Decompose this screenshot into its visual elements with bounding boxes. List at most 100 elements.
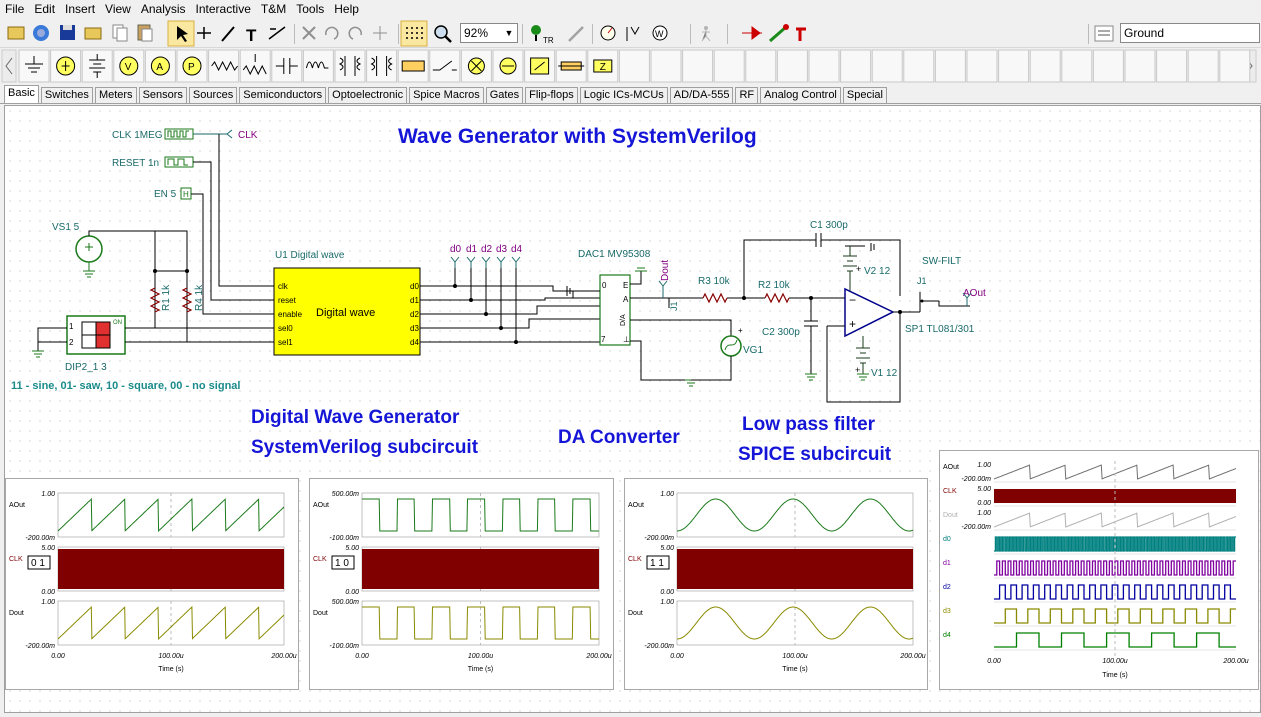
menu-insert[interactable]: Insert (65, 2, 96, 16)
empty-slot[interactable] (966, 49, 998, 83)
junction-icon[interactable] (373, 26, 387, 40)
coupled-icon[interactable] (366, 49, 398, 83)
voltmeter-icon[interactable]: V (113, 49, 145, 83)
switch-icon[interactable] (397, 49, 429, 83)
empty-slot[interactable] (1061, 49, 1093, 83)
battery-icon[interactable] (81, 49, 113, 83)
empty-slot[interactable] (1029, 49, 1061, 83)
empty-slot[interactable] (871, 49, 903, 83)
empty-slot[interactable] (713, 49, 745, 83)
tab-spice-macros[interactable]: Spice Macros (409, 87, 484, 103)
tab-basic[interactable]: Basic (4, 85, 39, 103)
probe2-icon[interactable] (796, 27, 806, 41)
clk-source[interactable] (164, 128, 194, 140)
transformer-icon[interactable] (334, 49, 366, 83)
run-icon[interactable] (701, 26, 711, 42)
empty-slot[interactable] (934, 49, 966, 83)
empty-slot[interactable] (998, 49, 1030, 83)
sweep-icon[interactable] (33, 25, 49, 41)
opamp-tl081[interactable] (844, 287, 895, 338)
meter-icon[interactable] (600, 25, 616, 41)
zoom-icon[interactable] (434, 25, 452, 43)
diode-icon[interactable] (524, 49, 556, 83)
empty-slot[interactable] (618, 49, 650, 83)
undo-icon[interactable] (325, 26, 339, 40)
pencil-icon[interactable] (568, 26, 584, 42)
empty-slot[interactable] (682, 49, 714, 83)
ammeter-icon[interactable]: A (144, 49, 176, 83)
tab-analog-control[interactable]: Analog Control (760, 87, 841, 103)
tab-ad-da-555[interactable]: AD/DA-555 (669, 87, 734, 103)
tab-semiconductors[interactable]: Semiconductors (239, 87, 327, 103)
reset-source[interactable] (164, 156, 194, 168)
r4-resistor[interactable] (181, 287, 193, 313)
copy-icon[interactable] (112, 24, 128, 42)
dac-mv95308[interactable] (599, 274, 631, 346)
vs1-source[interactable] (75, 235, 103, 263)
r2-resistor[interactable] (764, 292, 790, 304)
pin-icon[interactable] (197, 27, 211, 39)
c1-capacitor[interactable] (805, 233, 901, 296)
select-arrow-icon[interactable] (177, 26, 188, 42)
r3-resistor[interactable] (702, 292, 728, 304)
v2-battery[interactable] (843, 246, 857, 296)
probe-icon[interactable]: TR (531, 25, 554, 45)
resistor-icon[interactable] (208, 49, 240, 83)
pen-icon[interactable] (221, 26, 235, 42)
v1-battery[interactable] (856, 336, 870, 374)
fuse-icon[interactable] (555, 49, 587, 83)
wire-icon[interactable] (268, 26, 286, 40)
probe-red-icon[interactable] (769, 24, 789, 43)
impedance-icon[interactable]: Z (587, 49, 619, 83)
potentiometer-icon[interactable] (239, 49, 271, 83)
ground-icon[interactable] (18, 49, 50, 83)
c2-capacitor[interactable] (804, 298, 818, 374)
empty-slot[interactable] (903, 49, 935, 83)
capacitor-icon[interactable] (271, 49, 303, 83)
component-bin-icon[interactable] (1094, 25, 1114, 42)
open-folder-icon[interactable] (84, 27, 102, 40)
schematic-canvas[interactable]: Wave Generator with SystemVerilog CLK 1M… (4, 105, 1261, 713)
menu-tools[interactable]: Tools (296, 2, 325, 16)
empty-slot[interactable] (776, 49, 808, 83)
dip-switch[interactable] (66, 315, 126, 355)
tr-icon[interactable]: W (652, 25, 668, 41)
menu-help[interactable]: Help (334, 2, 359, 16)
delete-icon[interactable] (302, 26, 316, 40)
r1-resistor[interactable] (149, 287, 161, 313)
motor-icon[interactable] (492, 49, 524, 83)
tab-optoelectronic[interactable]: Optoelectronic (328, 87, 408, 103)
tab-switches[interactable]: Switches (40, 87, 93, 103)
power-meter-icon[interactable]: P (176, 49, 208, 83)
empty-slot[interactable] (1156, 49, 1188, 83)
inductor-icon[interactable] (302, 49, 334, 83)
vg1-source[interactable] (720, 335, 742, 357)
voltage-source-icon[interactable] (50, 49, 82, 83)
empty-slot[interactable] (1092, 49, 1124, 83)
text-icon[interactable]: T (246, 26, 257, 45)
menu-interactive[interactable]: Interactive (195, 2, 251, 16)
empty-slot[interactable] (840, 49, 872, 83)
tab-flip-flops[interactable]: Flip-flops (525, 87, 578, 103)
zoom-select[interactable]: 92%▼ (460, 23, 518, 43)
menu-view[interactable]: View (105, 2, 131, 16)
empty-slot[interactable] (650, 49, 682, 83)
tab-rf[interactable]: RF (735, 87, 759, 103)
empty-slot[interactable] (1187, 49, 1219, 83)
scroll-left-icon[interactable] (1, 49, 17, 83)
save-icon[interactable] (60, 25, 75, 40)
u1-digital-wave[interactable] (273, 267, 421, 356)
tab-sensors[interactable]: Sensors (138, 87, 187, 103)
lamp-icon[interactable] (460, 49, 492, 83)
tab-sources[interactable]: Sources (188, 87, 238, 103)
empty-slot[interactable] (1219, 49, 1251, 83)
tab-special[interactable]: Special (842, 87, 887, 103)
redo-icon[interactable] (348, 26, 362, 40)
switch2-icon[interactable] (429, 49, 461, 83)
menu-analysis[interactable]: Analysis (140, 2, 186, 16)
menu-file[interactable]: File (5, 2, 25, 16)
